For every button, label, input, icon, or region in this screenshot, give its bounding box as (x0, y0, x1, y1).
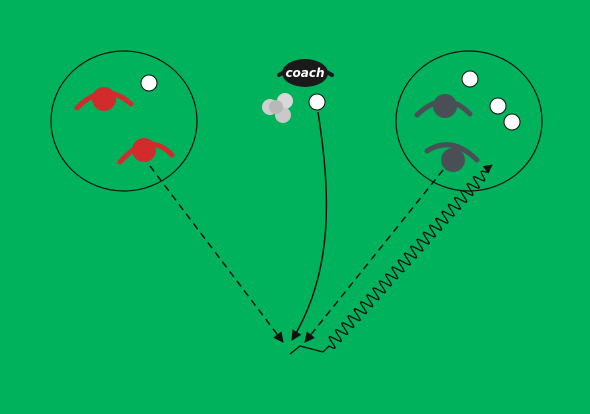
grey-player-bottom-arms (424, 142, 480, 163)
pass-path-left (149, 165, 284, 343)
ball-coach (308, 93, 326, 111)
grey-player-top (414, 94, 473, 118)
ball-right-3 (503, 113, 521, 131)
left-group-circle (50, 50, 198, 192)
ball-stack (262, 93, 293, 123)
red-player-top-head (92, 87, 116, 111)
ball-stack-4 (269, 100, 283, 114)
ball-right-1 (461, 70, 479, 88)
dribble-path (328, 164, 493, 350)
right-group-circle (395, 50, 543, 192)
right-group (395, 50, 543, 192)
pass-path-right (304, 169, 444, 343)
dribble-tail (289, 345, 330, 355)
red-player-bottom (117, 138, 175, 165)
grey-player-top-head (433, 94, 457, 118)
left-group (50, 50, 198, 192)
grey-player-bottom (424, 142, 480, 172)
red-player-bottom-head (132, 138, 156, 162)
red-player-top (74, 87, 134, 111)
coach-badge-body (282, 59, 328, 87)
grey-player-bottom-head (441, 148, 465, 172)
coach-label: coach (285, 66, 324, 80)
ball-right-2 (489, 97, 507, 115)
coach-run-path (291, 111, 328, 341)
coach-badge: coach (277, 59, 334, 87)
ball-left-top (140, 74, 158, 92)
